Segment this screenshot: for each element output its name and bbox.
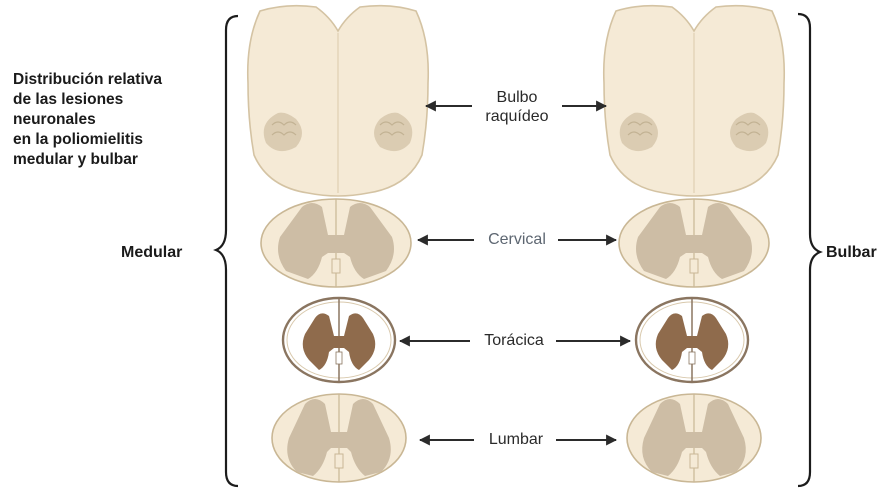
thoracic-section-medular: [283, 298, 395, 382]
right-brace: [798, 14, 820, 486]
left-brace: [216, 16, 238, 486]
bulbo-section-medular: [248, 6, 429, 196]
bulbar-label: Bulbar: [826, 244, 877, 262]
title-line: en la poliomielitis: [13, 130, 213, 150]
diagram-title: Distribución relativa de las lesiones ne…: [13, 70, 213, 170]
medular-label: Medular: [121, 244, 182, 262]
bulbo-section-bulbar: [604, 6, 785, 196]
level-label-line: raquídeo: [470, 107, 564, 126]
cervical-section-bulbar: [619, 199, 769, 287]
title-line: neuronales: [13, 110, 213, 130]
level-label-line: Bulbo: [470, 88, 564, 107]
level-label-lumbar: Lumbar: [474, 430, 558, 449]
thoracic-section-bulbar: [636, 298, 748, 382]
level-label-bulbo: Bulbo raquídeo: [470, 88, 564, 126]
title-line: de las lesiones: [13, 90, 213, 110]
lumbar-section-medular: [272, 394, 406, 482]
level-label-cervical: Cervical: [474, 230, 560, 249]
title-line: Distribución relativa: [13, 70, 213, 90]
title-line: medular y bulbar: [13, 150, 213, 170]
lumbar-section-bulbar: [627, 394, 761, 482]
level-label-toracica: Torácica: [470, 331, 558, 350]
cervical-section-medular: [261, 199, 411, 287]
